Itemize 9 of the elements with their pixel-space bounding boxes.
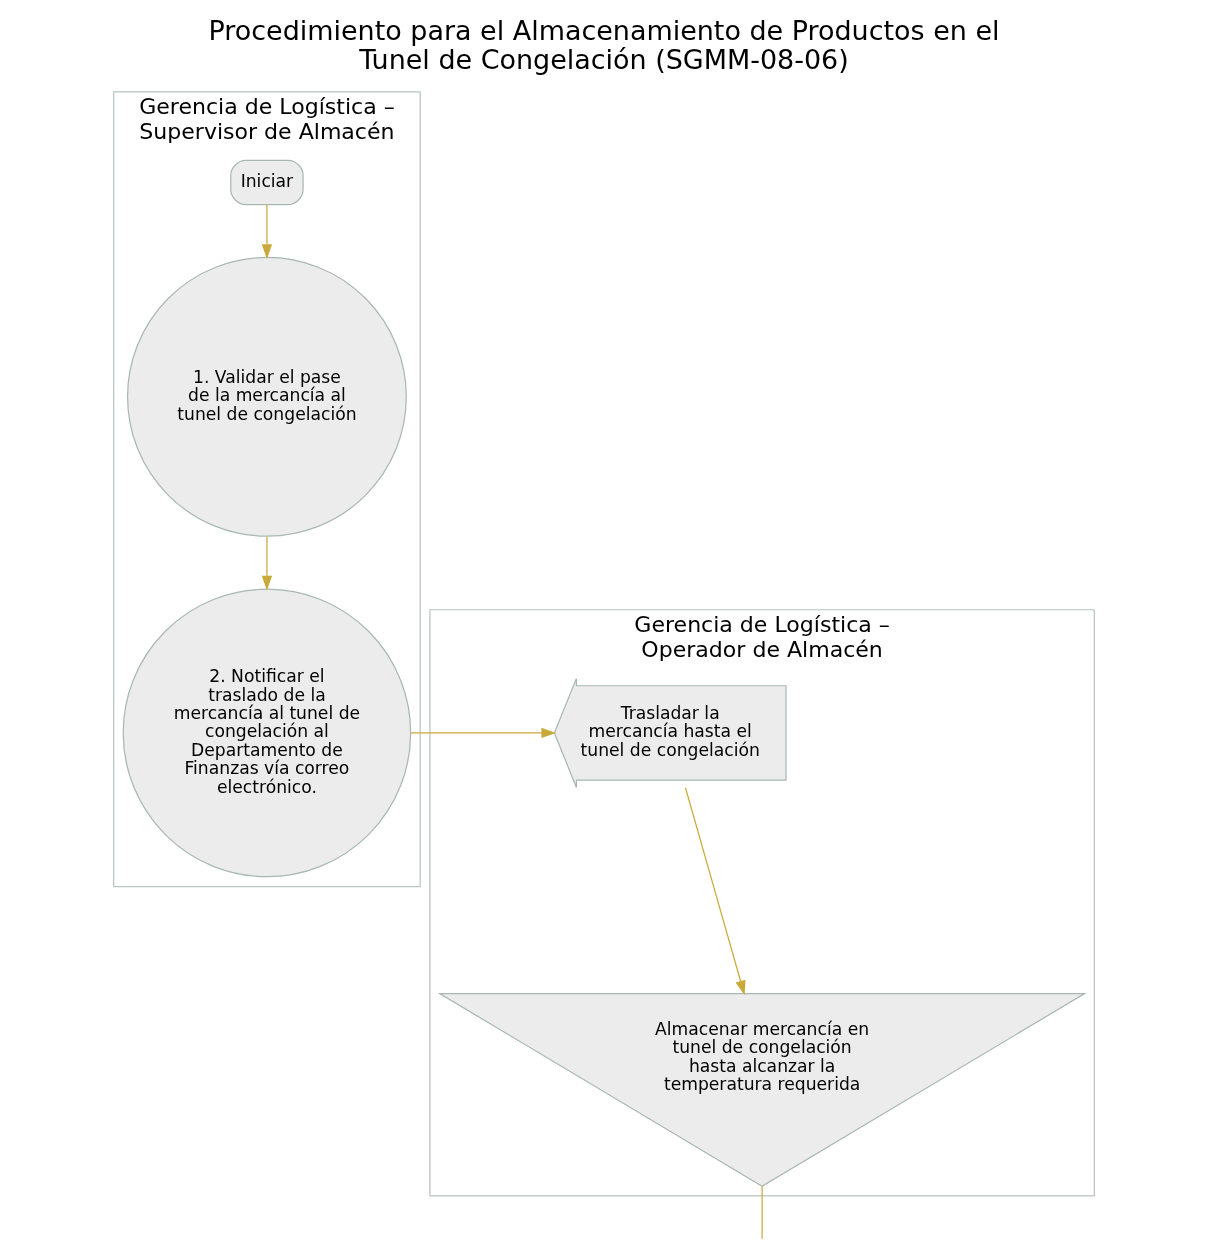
arrow <box>261 204 272 260</box>
diagram-title: Procedimiento para el Almacenamiento de Productos en el Tunel de Congelación (SGMM-08-06) <box>208 14 999 76</box>
arrow <box>684 787 746 996</box>
connector <box>761 1185 763 1240</box>
arrow <box>409 727 556 739</box>
node-circle: 2. Notificar el traslado de la mercancía al tunel de congelación al Departamento de Finanzas vía correo electrónico. <box>122 588 411 878</box>
node-circle: 1. Validar el pase de la mercancía al tunel de congelación <box>126 256 407 537</box>
arrow <box>261 536 272 591</box>
node-box: Iniciar <box>229 159 304 206</box>
